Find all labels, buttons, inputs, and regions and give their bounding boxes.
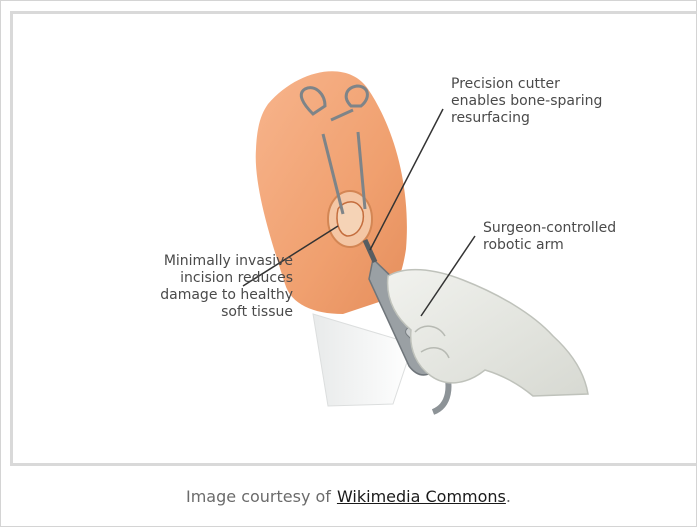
caption-suffix: . [506, 487, 511, 506]
caption-prefix: Image courtesy of [186, 487, 331, 506]
wikimedia-commons-link[interactable]: Wikimedia Commons [337, 487, 506, 506]
figure-card: Precision cutter enables bone-sparing re… [10, 11, 696, 466]
callout-incision: Minimally invasive incision reduces dama… [73, 253, 293, 321]
callout-robotic-arm: Surgeon-controlled robotic arm [483, 220, 616, 254]
gloved-hand [388, 270, 588, 396]
image-caption: Image courtesy of Wikimedia Commons . [1, 467, 696, 526]
callout-precision-cutter: Precision cutter enables bone-sparing re… [451, 76, 602, 127]
